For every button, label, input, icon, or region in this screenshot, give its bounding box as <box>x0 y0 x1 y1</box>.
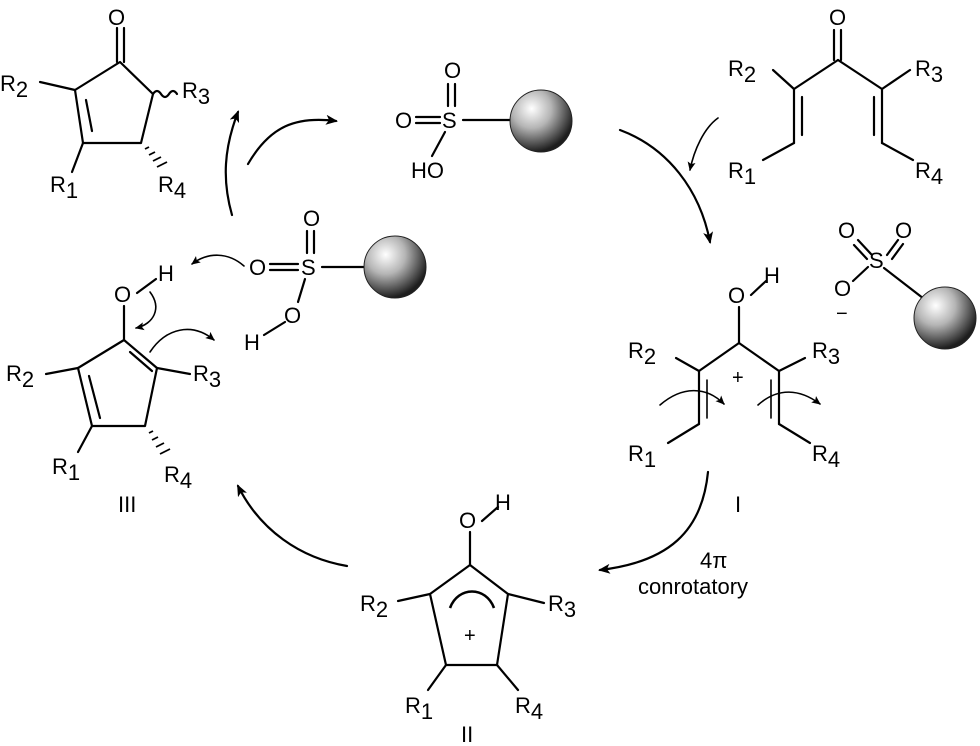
anion-o-left: O <box>838 218 855 243</box>
sulfonic-acid-catalyst-left: S O O O H <box>191 206 427 355</box>
int-ii-r2-label: R2 <box>360 591 388 622</box>
int-i-r3-label: R3 <box>812 338 840 369</box>
cyclopentenone-product: O R2 R3 R1 R4 <box>0 5 210 203</box>
product-r4-label: R4 <box>158 172 186 203</box>
int-ii-r1-label: R1 <box>405 693 433 724</box>
solid-support-sphere <box>509 89 573 153</box>
int-iii-r2-label: R2 <box>6 361 34 392</box>
intermediate-iii-enol: O H R2 R3 R1 R4 III <box>6 261 221 517</box>
intermediate-ii-oxyallyl-cation: O H + R2 R3 R1 R4 II <box>360 490 576 746</box>
cycle-arrow-iii-to-product <box>224 110 240 217</box>
cycle-arrow-catalyst-release <box>246 114 338 166</box>
step-label-conrotatory: conrotatory <box>638 574 748 599</box>
substrate-r4-label: R4 <box>915 158 943 189</box>
int-iii-r1-label: R1 <box>52 454 80 485</box>
top-o-upper: O <box>444 58 461 83</box>
anion-o-right: O <box>895 218 912 243</box>
int-ii-r3-label: R3 <box>548 591 576 622</box>
top-o-left: O <box>395 108 412 133</box>
int-i-r1-label: R1 <box>628 441 656 472</box>
int-iii-r4-label: R4 <box>164 462 192 493</box>
anion-s-atom: S <box>869 248 884 273</box>
int-iii-hydrogen: H <box>158 261 174 286</box>
substrate-oxygen: O <box>829 5 846 30</box>
int-iii-label: III <box>118 492 136 517</box>
sulfonate-anion-catalyst: S O O O − <box>834 218 977 350</box>
top-s-atom: S <box>442 108 457 133</box>
left-support-sphere <box>363 235 427 299</box>
product-r3-label: R3 <box>182 78 210 109</box>
int-ii-positive-charge: + <box>464 625 476 647</box>
int-i-r2-label: R2 <box>628 338 656 369</box>
int-i-r4-label: R4 <box>812 441 840 472</box>
top-oh-group: HO <box>411 158 444 183</box>
int-iii-double-bond-arrow <box>149 328 215 353</box>
cycle-arrow-4pi-electrocyclization <box>598 470 710 574</box>
left-h-atom: H <box>244 330 260 355</box>
sulfonic-acid-catalyst-top: S O O HO <box>395 58 573 183</box>
step-label-4pi: 4π <box>700 548 727 573</box>
cycle-arrow-catalyst-to-substrate <box>618 128 714 244</box>
int-i-positive-charge: + <box>732 367 744 389</box>
cycle-arrow-substrate-entry <box>687 117 719 171</box>
int-ii-label: II <box>461 722 473 746</box>
int-i-label: I <box>735 492 741 517</box>
substrate-r3-label: R3 <box>915 56 943 87</box>
product-oxygen: O <box>108 5 125 30</box>
substrate-r2-label: R2 <box>728 56 756 87</box>
int-ii-hydrogen: H <box>495 490 511 515</box>
int-ii-r4-label: R4 <box>515 693 543 724</box>
int-iii-r3-label: R3 <box>193 361 221 392</box>
int-ii-oxygen: O <box>459 508 476 533</box>
anion-negative-charge: − <box>836 303 848 325</box>
substrate-r1-label: R1 <box>728 158 756 189</box>
left-s-atom: S <box>301 255 316 280</box>
product-r1-label: R1 <box>50 172 78 203</box>
product-r2-label: R2 <box>0 71 28 102</box>
int-iii-oxygen: O <box>114 282 131 307</box>
cycle-arrow-ii-to-iii <box>236 484 349 568</box>
left-proton-transfer-arrow <box>191 254 245 267</box>
intermediate-i-pentadienyl-cation: O H + R2 R3 R1 R4 I <box>628 263 840 517</box>
left-o-upper: O <box>303 206 320 231</box>
left-o-left: O <box>249 255 266 280</box>
left-o-lower: O <box>284 303 301 328</box>
anion-support-sphere <box>913 286 977 350</box>
anion-o-bottom: O <box>834 276 851 301</box>
divinyl-ketone-substrate: O R2 R3 R1 R4 <box>728 5 943 189</box>
int-i-oxygen: O <box>728 283 745 308</box>
int-i-left-rotation-arrow <box>659 389 725 406</box>
cycle-arrows <box>224 110 719 574</box>
int-i-hydrogen: H <box>764 263 780 288</box>
int-iii-oh-curved-arrow <box>135 291 157 331</box>
int-i-right-rotation-arrow <box>757 391 821 406</box>
